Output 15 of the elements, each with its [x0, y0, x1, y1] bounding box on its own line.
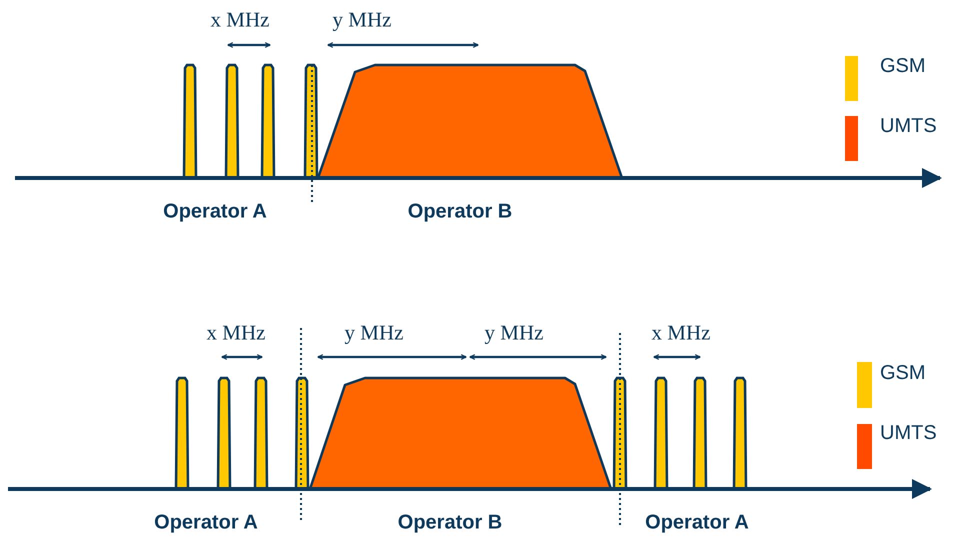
- operator-label: Operator A: [154, 512, 258, 534]
- bandwidth-label: y MHz: [332, 8, 392, 32]
- operator-label: Operator A: [163, 200, 267, 224]
- operator-label: Operator B: [398, 512, 502, 534]
- operator-label: Operator B: [408, 200, 512, 224]
- legend-label: GSM: [880, 55, 926, 78]
- bandwidth-label: y MHz: [484, 320, 544, 346]
- bandwidth-label: x MHz: [210, 8, 270, 32]
- legend-label: UMTS: [880, 115, 937, 138]
- bandwidth-label: x MHz: [206, 320, 266, 346]
- legend-label: GSM: [880, 362, 926, 385]
- operator-label: Operator A: [645, 512, 749, 534]
- bandwidth-label: y MHz: [344, 320, 404, 346]
- bandwidth-label: x MHz: [652, 320, 710, 346]
- legend-label: UMTS: [880, 422, 937, 445]
